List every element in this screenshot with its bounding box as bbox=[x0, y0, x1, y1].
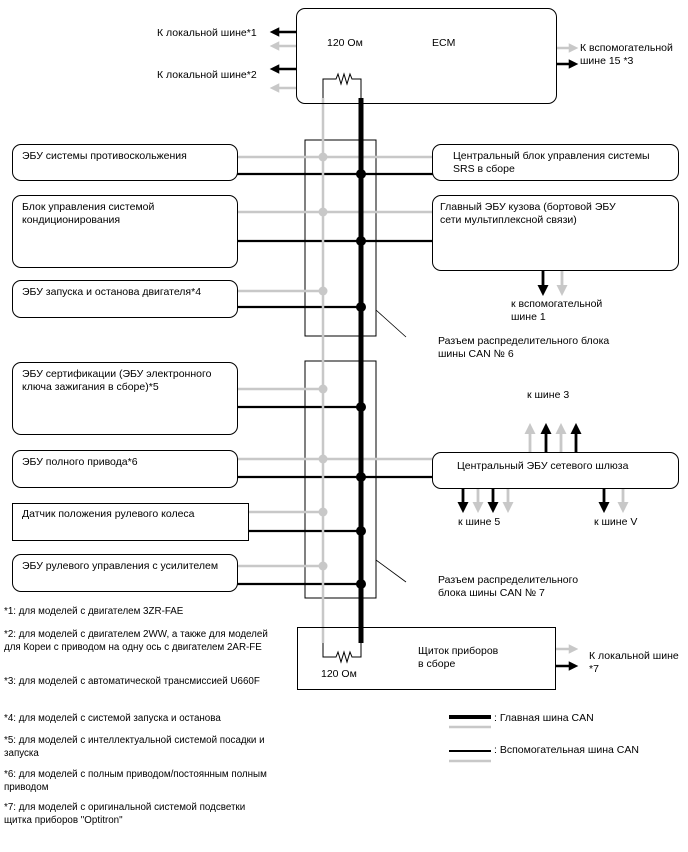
local-bus-7-label: К локальной шине*7 bbox=[589, 650, 679, 675]
legend-aux-label: : Вспомогательная шина CAN bbox=[494, 744, 639, 756]
left-unit-box bbox=[12, 195, 238, 268]
gateway-bus3-arrows bbox=[524, 422, 582, 452]
black-junction-dots bbox=[356, 169, 366, 589]
junction-6-leader bbox=[375, 309, 407, 338]
left-unit-label: ЭБУ рулевого управления с усилителем bbox=[22, 560, 219, 572]
left-unit-box bbox=[12, 280, 238, 318]
left-unit-box-square bbox=[12, 503, 249, 541]
left-unit-box bbox=[12, 450, 238, 488]
black-branches bbox=[237, 172, 433, 586]
gateway-ecu-box bbox=[432, 452, 679, 489]
footnote: *5: для моделей с интеллектуальной систе… bbox=[4, 735, 265, 759]
cluster-local7-arrows bbox=[555, 644, 579, 671]
gateway-ecu-label: Центральный ЭБУ сетевого шлюза bbox=[457, 460, 629, 472]
srs-unit-box bbox=[432, 144, 679, 181]
cluster-box bbox=[297, 627, 556, 690]
footnote: *1: для моделей с двигателем 3ZR-FAE bbox=[4, 606, 184, 617]
gateway-bus5-arrows bbox=[457, 488, 514, 514]
ecm-aux15-arrows bbox=[556, 43, 579, 69]
local-bus-1-label: К локальной шине*1 bbox=[157, 27, 257, 39]
resistor-top bbox=[322, 72, 362, 98]
junction-7-leader bbox=[375, 559, 407, 583]
resistor-bottom-label: 120 Ом bbox=[321, 668, 357, 680]
left-unit-label: ЭБУ полного привода*6 bbox=[22, 456, 138, 468]
left-unit-label: Датчик положения рулевого колеса bbox=[22, 508, 195, 520]
left-unit-box bbox=[12, 554, 238, 592]
grey-branches bbox=[237, 155, 433, 568]
left-unit-box bbox=[12, 362, 238, 435]
ecm-box bbox=[296, 8, 557, 104]
left-unit-box bbox=[12, 144, 238, 181]
footnote: *7: для моделей с оригинальной системой … bbox=[4, 802, 246, 826]
left-unit-label: ЭБУ системы противоскольжения bbox=[22, 150, 187, 162]
junction-connector-7 bbox=[304, 360, 377, 599]
legend-main-label: : Главная шина CAN bbox=[494, 712, 594, 724]
body-ecu-box bbox=[432, 195, 679, 271]
resistor-top-label: 120 Ом bbox=[327, 37, 363, 49]
left-unit-label: ЭБУ запуска и останова двигателя*4 bbox=[22, 286, 202, 298]
bus-3-label: к шине 3 bbox=[527, 389, 570, 401]
footnote: *6: для моделей с полным приводом/постоя… bbox=[4, 769, 267, 793]
resistor-bottom bbox=[322, 643, 362, 664]
footnote: *2: для моделей с двигателем 2WW, а такж… bbox=[4, 629, 268, 653]
footnote: *3: для моделей с автоматической трансми… bbox=[4, 676, 260, 687]
legend-lines bbox=[449, 715, 491, 763]
ecm-local-arrows bbox=[269, 27, 296, 93]
gateway-busV-arrows bbox=[598, 488, 629, 514]
junction-connector-6 bbox=[304, 139, 377, 337]
footnote: *4: для моделей с системой запуска и ост… bbox=[4, 713, 221, 724]
bus-v-label: к шине V bbox=[594, 516, 638, 528]
grey-junction-dots bbox=[318, 152, 328, 571]
body-ecu-aux1-arrows bbox=[537, 270, 568, 297]
local-bus-2-label: К локальной шине*2 bbox=[157, 69, 257, 81]
bus-5-label: к шине 5 bbox=[458, 516, 501, 528]
ecm-label: ECM bbox=[432, 37, 456, 49]
